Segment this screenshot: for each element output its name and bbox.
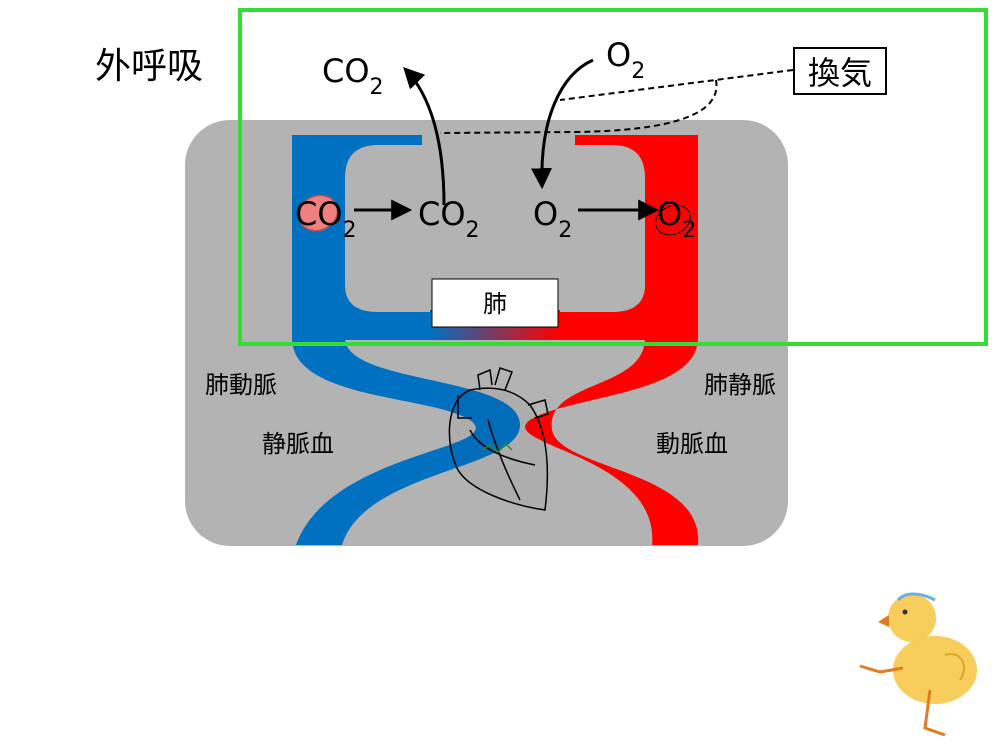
pulmonary-vein	[525, 338, 699, 545]
arterial-blood-label: 動脈血	[656, 430, 728, 458]
o2-inhale-arrow	[530, 58, 594, 190]
external-respiration-frame	[238, 8, 988, 346]
lung-label-box	[431, 278, 559, 328]
pulmonary-artery	[292, 338, 520, 545]
co2-exhaled: CO2	[322, 52, 384, 100]
heart-illustration-icon	[448, 367, 549, 511]
ventilation-label: 換気	[808, 54, 872, 92]
blood-cell-outline-icon	[655, 204, 691, 236]
o2-in-blood: O2	[657, 195, 696, 243]
o2-inhaled: O2	[606, 36, 645, 84]
lung-label: 肺	[483, 290, 507, 318]
venous-blood-label: 静脈血	[262, 430, 334, 458]
ventilation-dash-line-upper	[559, 69, 794, 101]
ventilation-label-box	[793, 47, 887, 95]
pulmonary-vein-label: 肺静脈	[704, 371, 776, 399]
o2-in-alveolus: O2	[533, 195, 572, 243]
red-vessel-upper	[560, 135, 698, 340]
co2-exhale-arrow	[403, 66, 446, 206]
title: 外呼吸	[95, 46, 203, 87]
co2-in-alveolus: CO2	[418, 195, 480, 243]
ventilation-dash-line-lower	[439, 79, 718, 134]
blue-vessel-upper	[292, 135, 435, 340]
chick-illustration-icon	[859, 592, 977, 737]
pulmonary-artery-label: 肺動脈	[205, 371, 277, 399]
co2-in-blood: CO2	[295, 195, 357, 243]
blood-cell-icon	[297, 194, 339, 232]
